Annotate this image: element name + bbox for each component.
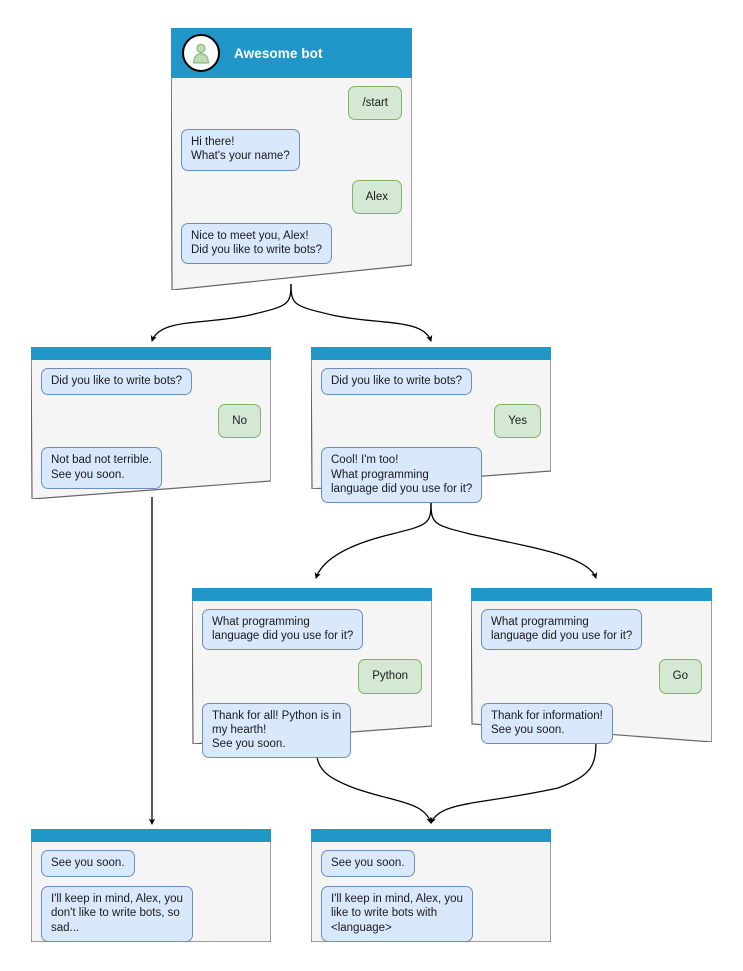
message-row: Thank for information! See you soon. [481,702,702,745]
message-row: See you soon. [41,850,261,878]
message-row: Did you like to write bots? [41,368,261,396]
message-row: Did you like to write bots? [321,368,541,396]
bot-message: Nice to meet you, Alex! Did you like to … [181,222,333,265]
bot-message: Hi there! What's your name? [181,129,300,171]
node-end-happy[interactable]: See you soon. I'll keep in mind, Alex, y… [311,829,551,942]
card-content: See you soon. I'll keep in mind, Alex, y… [311,829,551,961]
card-content: What programming language did you use fo… [471,588,712,763]
message-row: I'll keep in mind, Alex, you like to wri… [321,886,541,942]
node-titlebar [311,829,551,842]
edge-root-to-no [150,283,292,342]
bot-message: What programming language did you use fo… [481,609,643,651]
user-message: /start [348,86,402,121]
bot-message: Thank for information! See you soon. [481,702,613,745]
bot-message: Did you like to write bots? [41,368,193,396]
message-row: Thank for all! Python is in my hearth! S… [202,702,422,759]
message-row: Python [202,659,422,694]
chat-log-go: What programming language did you use fo… [471,601,712,763]
card-content: Awesome bot /start Hi there! What's your… [171,28,412,283]
bot-message: See you soon. [321,850,415,878]
card-content: What programming language did you use fo… [192,588,432,777]
bot-message: Cool! I'm too! What programming language… [321,447,483,504]
bot-message: I'll keep in mind, Alex, you don't like … [41,886,193,942]
chat-log-yes: Did you like to write bots? Yes Cool! I'… [311,360,551,522]
message-row: See you soon. [321,850,541,878]
message-row: I'll keep in mind, Alex, you don't like … [41,886,261,942]
message-row: Cool! I'm too! What programming language… [321,447,541,504]
bot-message: Thank for all! Python is in my hearth! S… [202,702,352,759]
user-message: Yes [494,404,541,439]
bot-message: Not bad not terrible. See you soon. [41,447,163,489]
chat-log-python: What programming language did you use fo… [192,601,432,777]
bot-message: I'll keep in mind, Alex, you like to wri… [321,886,473,942]
avatar [182,34,220,72]
bot-name: Awesome bot [234,45,323,61]
node-root[interactable]: Awesome bot /start Hi there! What's your… [171,28,412,290]
card-content: Did you like to write bots? Yes Cool! I'… [311,347,551,522]
message-row: What programming language did you use fo… [202,609,422,651]
message-row: Not bad not terrible. See you soon. [41,447,261,489]
message-row: What programming language did you use fo… [481,609,702,651]
message-row: Alex [181,179,402,214]
message-row: Nice to meet you, Alex! Did you like to … [181,222,402,265]
node-titlebar [31,347,271,360]
person-icon [193,43,209,64]
node-titlebar [192,588,432,601]
node-end-sad[interactable]: See you soon. I'll keep in mind, Alex, y… [31,829,271,942]
message-row: Yes [321,404,541,439]
bot-message: What programming language did you use fo… [202,609,364,651]
card-content: Did you like to write bots? No Not bad n… [31,347,271,508]
chat-log-end-happy: See you soon. I'll keep in mind, Alex, y… [311,842,551,961]
node-go-branch[interactable]: What programming language did you use fo… [471,588,712,745]
message-row: Go [481,659,702,694]
node-titlebar [471,588,712,601]
message-row: Hi there! What's your name? [181,129,402,171]
user-message: Python [358,659,422,694]
chat-log-no: Did you like to write bots? No Not bad n… [31,360,271,508]
bot-message: Did you like to write bots? [321,368,473,396]
node-python-branch[interactable]: What programming language did you use fo… [192,588,432,759]
bot-titlebar: Awesome bot [171,28,412,78]
node-yes-branch[interactable]: Did you like to write bots? Yes Cool! I'… [311,347,551,504]
card-content: See you soon. I'll keep in mind, Alex, y… [31,829,271,961]
user-message: Go [658,659,702,694]
node-no-branch[interactable]: Did you like to write bots? No Not bad n… [31,347,271,499]
bot-message: See you soon. [41,850,135,878]
chat-log-end-sad: See you soon. I'll keep in mind, Alex, y… [31,842,271,961]
message-row: No [41,404,261,439]
user-message: No [218,404,261,439]
message-row: /start [181,86,402,121]
edge-root-to-yes [290,283,433,342]
node-titlebar [31,829,271,842]
node-titlebar [311,347,551,360]
user-message: Alex [351,179,402,214]
chat-log-root: /start Hi there! What's your name? Alex … [171,78,412,283]
